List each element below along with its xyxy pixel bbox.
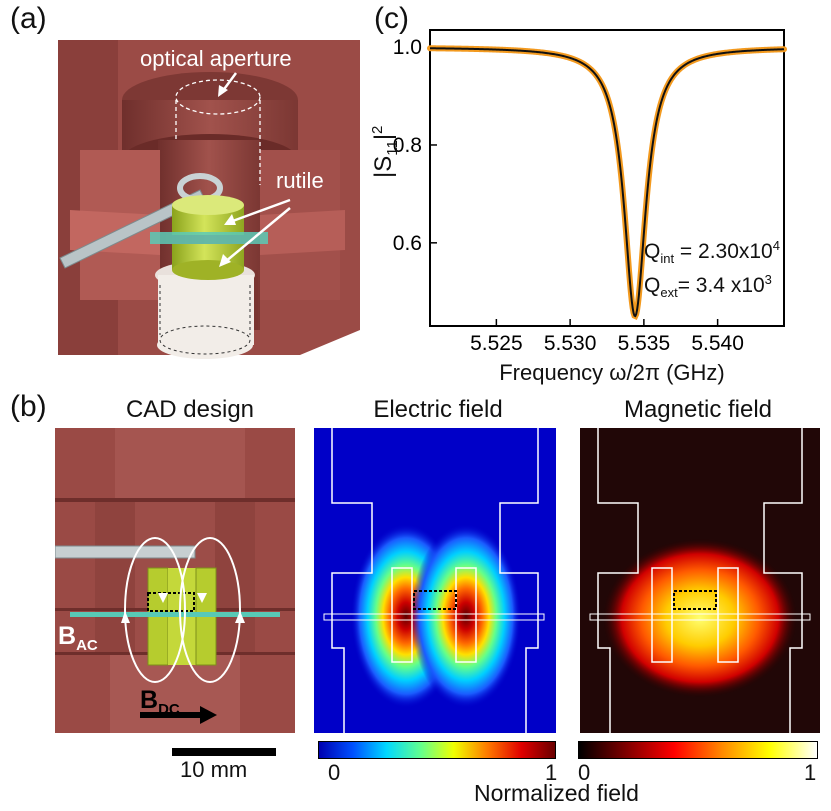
magnetic-colorbar — [578, 741, 818, 759]
magnetic-colorbar-min: 0 — [578, 760, 591, 785]
s11-chart: 5.525 5.530 5.535 5.540 0.6 0.8 1.0 — [393, 29, 787, 355]
x-tick-label: 5.530 — [544, 332, 597, 355]
panel-label-c: (c) — [374, 2, 409, 35]
cavity-3d-render — [58, 40, 360, 359]
magnetic-colorbar-max: 1 — [804, 760, 817, 785]
panel-label-a: (a) — [10, 2, 47, 35]
label-b-dc: BDC — [140, 686, 180, 718]
x-axis-label: Frequency ω/2π (GHz) — [499, 360, 725, 385]
cad-sapphire-plate — [70, 612, 280, 617]
colorbar-title: Normalized field — [474, 780, 639, 806]
electric-colorbar-min: 0 — [328, 760, 341, 785]
annotation-optical-aperture: optical aperture — [140, 46, 292, 71]
panel-label-b: (b) — [10, 390, 47, 423]
rutile-arrow-top — [229, 198, 291, 224]
y-tick-label: 0.6 — [393, 232, 422, 255]
annotation-q-int: Qint = 2.30x104 — [644, 238, 780, 267]
x-axis: 5.525 5.530 5.535 5.540 — [470, 319, 744, 355]
electric-colorbar-max: 1 — [545, 760, 558, 785]
series-fit-curve — [429, 47, 785, 318]
h-field-lobe — [602, 538, 798, 698]
electric-colorbar — [318, 741, 556, 759]
y-tick-label: 0.8 — [393, 134, 422, 157]
x-tick-label: 5.525 — [470, 332, 523, 355]
scale-bar — [172, 748, 276, 756]
rutile-arrow-bottom — [224, 207, 291, 263]
x-tick-label: 5.540 — [691, 332, 744, 355]
aperture-outline — [175, 79, 261, 115]
cad-sample-outline — [147, 592, 195, 612]
bac-loop-right — [179, 537, 241, 683]
y-axis-label: |S11|2 — [369, 125, 401, 178]
cad-design-view — [55, 428, 295, 733]
electric-field-map — [314, 428, 556, 733]
title-electric-field: Electric field — [373, 396, 503, 423]
cad-coupling-rod — [55, 545, 196, 559]
label-b-ac: BAC — [58, 622, 98, 654]
y-axis: 0.6 0.8 1.0 — [393, 36, 437, 255]
bac-loop-left — [124, 537, 186, 683]
chart-frame — [429, 29, 785, 327]
x-tick-label: 5.535 — [618, 332, 671, 355]
e-field-lobe-right — [411, 524, 521, 708]
title-magnetic-field: Magnetic field — [623, 396, 773, 423]
annotation-q-ext: Qext= 3.4 x103 — [644, 272, 772, 301]
magnetic-field-map — [580, 428, 820, 733]
sapphire-plate — [150, 232, 268, 244]
annotation-rutile: rutile — [276, 168, 324, 193]
title-cad-design: CAD design — [125, 396, 255, 423]
scale-bar-label: 10 mm — [180, 757, 248, 782]
y-tick-label: 1.0 — [393, 36, 422, 59]
